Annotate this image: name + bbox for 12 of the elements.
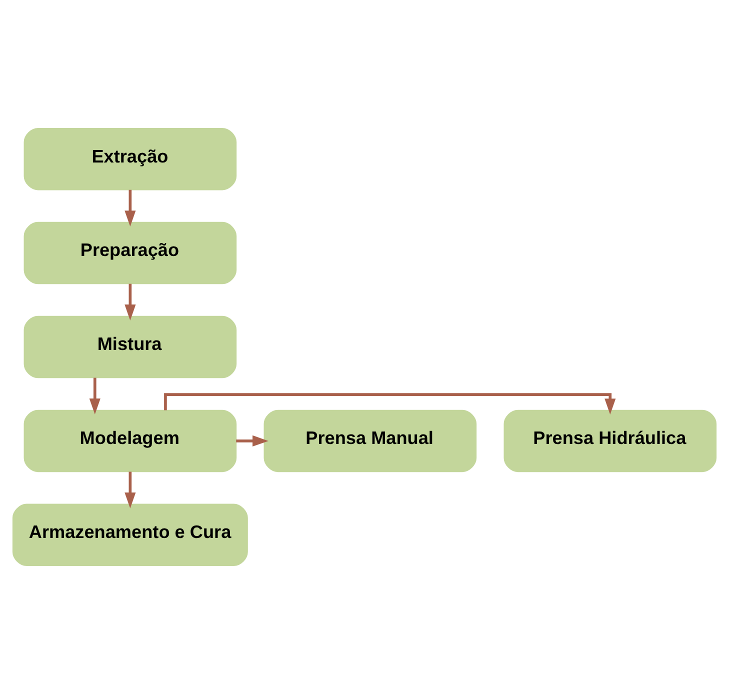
arrow — [89, 377, 100, 414]
node-box: Mistura — [24, 315, 237, 378]
node-box: Preparação — [24, 221, 237, 284]
node-box: Prensa Manual — [264, 409, 477, 472]
arrow — [124, 189, 136, 226]
node-box: Prensa Hidráulica — [504, 409, 717, 472]
arrow — [236, 434, 268, 446]
node-box: Modelagem — [24, 409, 237, 472]
arrow — [124, 471, 136, 508]
arrow — [124, 283, 136, 320]
node-box: Armazenamento e Cura — [12, 503, 248, 566]
node-box: Extração — [24, 127, 237, 190]
